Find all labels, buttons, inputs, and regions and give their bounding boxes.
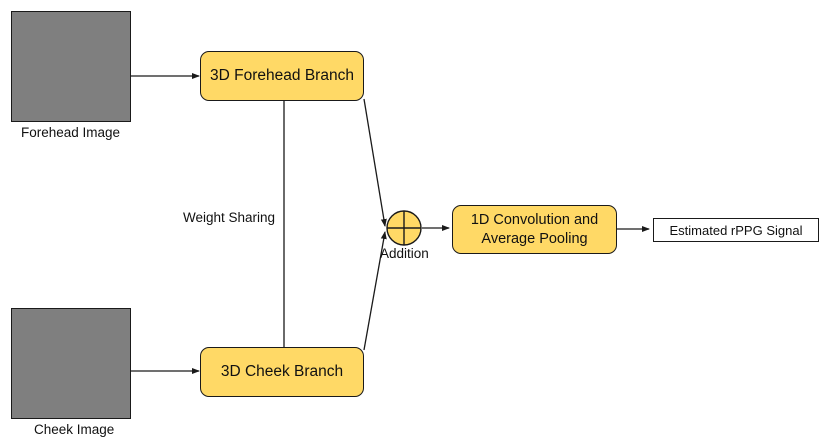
output-signal-label: Estimated rPPG Signal [669, 222, 803, 238]
cheek-image-caption: Cheek Image [34, 422, 115, 437]
cheek-branch-label: 3D Cheek Branch [220, 363, 344, 380]
forehead-branch-label: 3D Forehead Branch [210, 67, 354, 84]
cheek-branch-node: 3D Cheek Branch [200, 347, 364, 397]
forehead-branch-node: 3D Forehead Branch [200, 51, 364, 101]
output-signal-box: Estimated rPPG Signal [653, 218, 819, 242]
cheek-image [11, 308, 131, 419]
arrow-forehead-to-addition [363, 98, 387, 227]
arrow-cheek-to-addition [363, 231, 387, 351]
weight-sharing-label: Weight Sharing [183, 210, 276, 225]
forehead-image-caption: Forehead Image [21, 125, 121, 140]
conv-pooling-line1: 1D Convolution and [470, 211, 599, 228]
conv-pooling-node: 1D Convolution and Average Pooling [452, 205, 617, 254]
conv-pooling-line2: Average Pooling [481, 230, 588, 247]
addition-label: Addition [380, 246, 429, 261]
forehead-image [11, 11, 131, 122]
